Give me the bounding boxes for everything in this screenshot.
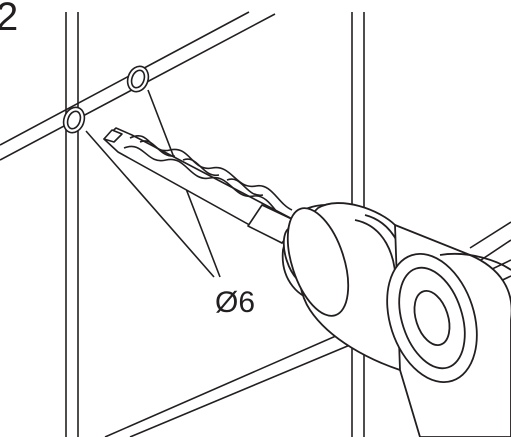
hole-marker-left [62, 106, 86, 134]
hole-markers [62, 65, 150, 134]
grout-line-lower-a [104, 331, 346, 437]
grout-line-right-diag-b [477, 239, 511, 263]
hole-diameter-label: Ø6 [215, 286, 255, 319]
hole-marker-right [126, 65, 150, 93]
grout-line-lower-b [129, 344, 351, 437]
grout-line-right-diag-a [469, 221, 511, 249]
drill-icon [281, 202, 511, 437]
grout-line-upper-a [0, 11, 250, 146]
step-number: 2 [0, 0, 18, 39]
leader-line-left [85, 130, 215, 278]
